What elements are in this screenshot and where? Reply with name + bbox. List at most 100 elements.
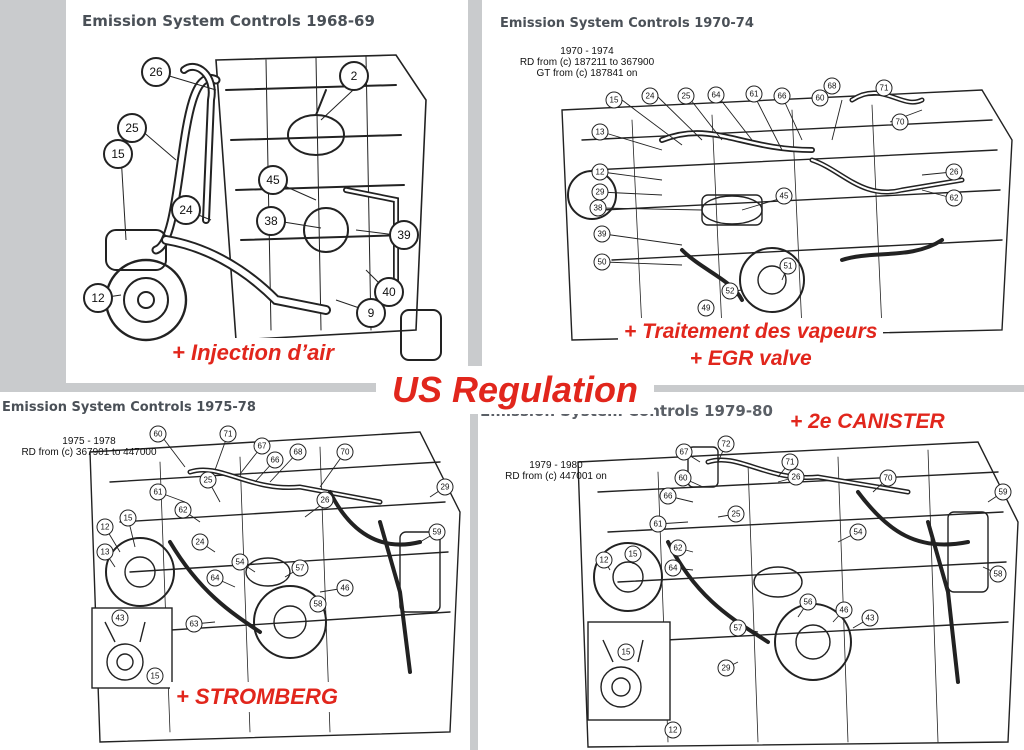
badge-line: + EGR valve	[689, 347, 812, 370]
callout-label: 26	[141, 57, 171, 87]
callout-label: 57	[729, 619, 747, 637]
callout-label: 25	[199, 471, 217, 489]
callout-label: 25	[117, 113, 147, 143]
callout-label: 24	[171, 195, 201, 225]
callout-label: 25	[677, 87, 695, 105]
callout-label: 12	[591, 163, 609, 181]
engine-diagram-1979-80	[577, 441, 1019, 748]
meta-line: RD from (c) 447001 on	[505, 471, 607, 482]
callout-label: 13	[591, 123, 609, 141]
panel-1975-78: Emission System Controls 1975-78 1975 - …	[0, 392, 470, 750]
callout-label: 66	[266, 451, 284, 469]
badge-line: + Traitement des vapeurs	[624, 320, 878, 343]
serial-range: 1979 - 1980 RD from (c) 447001 on	[486, 460, 626, 482]
callout-label: 12	[595, 551, 613, 569]
callout-label: 39	[389, 220, 419, 250]
serial-range: 1975 - 1978 RD from (c) 367901 to 447000	[14, 436, 164, 458]
callout-label: 59	[994, 483, 1012, 501]
callout-label: 60	[149, 425, 167, 443]
feature-badge-canister: + 2e CANISTER	[784, 408, 951, 436]
callout-label: 64	[206, 569, 224, 587]
engine-diagram-1970-74	[561, 89, 1013, 341]
callout-label: 70	[336, 443, 354, 461]
engine-diagram-1968-69	[100, 54, 442, 361]
panel-1979-80: Emission System Controls 1979-80 1979 - …	[478, 392, 1024, 750]
callout-label: 71	[219, 425, 237, 443]
callout-label: 29	[717, 659, 735, 677]
callout-label: 45	[775, 187, 793, 205]
panel-1968-69: Emission System Controls 1968-69 26 2 25…	[66, 0, 468, 383]
callout-label: 56	[799, 593, 817, 611]
callout-label: 38	[256, 206, 286, 236]
serial-range: 1970 - 1974 RD from (c) 187211 to 367900…	[502, 46, 672, 79]
callout-label: 68	[823, 77, 841, 95]
callout-label: 15	[605, 91, 623, 109]
callout-label: 15	[119, 509, 137, 527]
callout-label: 43	[111, 609, 129, 627]
callout-label: 15	[617, 643, 635, 661]
callout-label: 29	[591, 183, 609, 201]
callout-label: 52	[721, 282, 739, 300]
callout-label: 24	[641, 87, 659, 105]
callout-label: 43	[861, 609, 879, 627]
callout-label: 12	[83, 283, 113, 313]
callout-label: 58	[309, 595, 327, 613]
callout-label: 61	[745, 85, 763, 103]
meta-line: 1979 - 1980	[529, 460, 583, 471]
callout-label: 51	[779, 257, 797, 275]
callout-label: 39	[593, 225, 611, 243]
callout-label: 9	[356, 298, 386, 328]
callout-label: 25	[727, 505, 745, 523]
panel-1970-74: Emission System Controls 1970-74 1970 - …	[482, 0, 1024, 385]
meta-line: RD from (c) 367901 to 447000	[21, 447, 157, 458]
badge-line: + STROMBERG	[176, 684, 338, 709]
callout-label: 15	[103, 139, 133, 169]
callout-label: 58	[989, 565, 1007, 583]
panel-title: Emission System Controls 1968-69	[82, 12, 375, 30]
meta-line: 1975 - 1978	[62, 436, 116, 447]
callout-label: 15	[624, 545, 642, 563]
meta-line: RD from (c) 187211 to 367900	[519, 57, 655, 68]
callout-label: 59	[428, 523, 446, 541]
callout-label: 38	[589, 199, 607, 217]
panel-title: Emission System Controls 1970-74	[500, 16, 754, 31]
callout-label: 12	[96, 518, 114, 536]
callout-label: 46	[336, 579, 354, 597]
badge-line: + Injection d’air	[172, 340, 334, 365]
callout-label: 49	[697, 299, 715, 317]
badge-line: + 2e CANISTER	[790, 410, 945, 433]
callout-label: 62	[174, 501, 192, 519]
panel-title: Emission System Controls 1975-78	[2, 400, 256, 415]
callout-label: 24	[191, 533, 209, 551]
feature-badge-stromberg: + STROMBERG	[170, 682, 344, 712]
callout-label: 70	[891, 113, 909, 131]
callout-label: 26	[316, 491, 334, 509]
callout-label: 12	[664, 721, 682, 739]
callout-label: 13	[96, 543, 114, 561]
callout-label: 50	[593, 253, 611, 271]
callout-label: 26	[787, 468, 805, 486]
callout-label: 72	[717, 435, 735, 453]
callout-label: 70	[879, 469, 897, 487]
callout-label: 71	[875, 79, 893, 97]
callout-label: 62	[669, 539, 687, 557]
callout-label: 61	[649, 515, 667, 533]
feature-badge-vapeurs-egr: + Traitement des vapeurs + EGR valve	[618, 318, 884, 372]
callout-label: 45	[258, 165, 288, 195]
callout-label: 57	[291, 559, 309, 577]
callout-label: 60	[674, 469, 692, 487]
callout-label: 66	[773, 87, 791, 105]
callout-label: 67	[253, 437, 271, 455]
callout-label: 61	[149, 483, 167, 501]
callout-label: 15	[146, 667, 164, 685]
callout-label: 60	[811, 89, 829, 107]
page-title: US Regulation	[376, 366, 654, 414]
callout-label: 54	[849, 523, 867, 541]
callout-label: 2	[339, 61, 369, 91]
callout-label: 64	[664, 559, 682, 577]
meta-line: GT from (c) 187841 on	[536, 68, 638, 79]
callout-label: 63	[185, 615, 203, 633]
callout-label: 46	[835, 601, 853, 619]
callout-label: 26	[945, 163, 963, 181]
callout-label: 62	[945, 189, 963, 207]
